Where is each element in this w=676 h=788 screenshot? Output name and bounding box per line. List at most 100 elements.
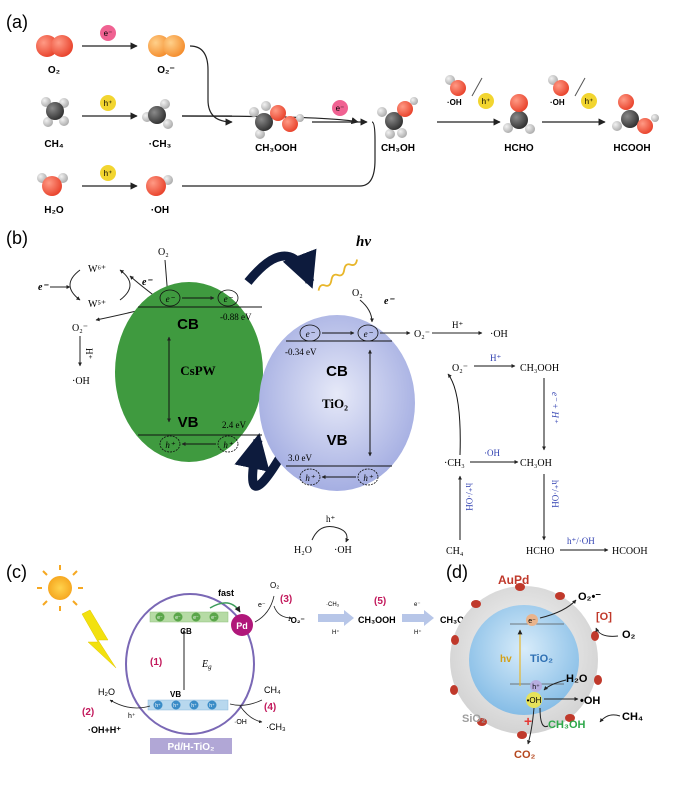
ch4-label: CH₄ <box>44 139 63 150</box>
hcooh-label: HCOOH <box>613 143 650 154</box>
cspw-vb-ev: 2.4 eV <box>222 420 246 430</box>
e-badge-1 <box>100 25 116 41</box>
cspw-e1: e⁻ <box>166 294 176 304</box>
oh-slash-h-1 <box>445 75 494 109</box>
h-badge-4-text: h⁺ <box>585 97 594 106</box>
d-h2o: H₂O <box>566 673 588 685</box>
vb-holes: h⁺ h⁺ h⁺ h⁺ <box>153 700 217 710</box>
cb-e-3: e⁻ <box>193 615 199 621</box>
cb-e-1: e⁻ <box>157 615 163 621</box>
h-badge-1 <box>100 95 116 111</box>
tio2-e2: e⁻ <box>364 329 374 339</box>
o2-radical-label: O₂⁻ <box>157 65 175 76</box>
h-badge-3-text: h⁺ <box>482 97 491 106</box>
c-h2o: H₂O <box>98 687 115 697</box>
h-plus-bottom: h⁺ <box>326 514 336 524</box>
o2-rad-left: O₂⁻ <box>72 323 88 334</box>
panel-c-label: (c) <box>6 562 27 582</box>
c-vb-label: VB <box>170 690 181 699</box>
tio2-ellipse <box>259 315 415 491</box>
path-h-oh-3: h⁺/·OH <box>567 536 595 546</box>
pd-particle <box>231 614 253 636</box>
step-3: (3) <box>280 594 292 605</box>
step-1: (1) <box>150 657 162 668</box>
tio2-name: TiO₂ <box>322 396 348 411</box>
h-badge-2-text: h⁺ <box>104 169 113 178</box>
path-h-oh-2: h⁺/·OH <box>550 480 560 508</box>
e-left-label: e⁻ <box>38 282 49 293</box>
path-o2-rad: O₂⁻ <box>452 363 468 374</box>
o2-molecule <box>36 35 73 57</box>
oh-bottom: ·OH <box>334 545 352 556</box>
methane-pathway: O₂⁻ H⁺ CH₃OOH e⁻ + H⁺ ·CH₃ ·OH CH₃OH h⁺/… <box>444 353 648 557</box>
c-ch3ooh: CH₃OOH <box>358 615 396 625</box>
oh-label: ·OH <box>151 205 169 216</box>
d-sio2: SiO₂ <box>462 713 486 725</box>
w5-label: W⁵⁺ <box>88 299 106 310</box>
c-o2: O₂ <box>270 581 279 590</box>
path-ch3ooh: CH₃OOH <box>520 363 559 374</box>
cspw-h2: h⁺ <box>223 440 234 450</box>
fast-label: fast <box>218 588 234 598</box>
vb-h-1: h⁺ <box>155 703 161 709</box>
o2-rad-out: O₂⁻ <box>414 329 430 340</box>
c-h-plus-1: H⁺ <box>332 629 340 636</box>
h-plus-left: H⁺ <box>84 348 94 359</box>
aupd-particles <box>450 583 602 739</box>
panel-c: (c) e⁻ e⁻ e⁻ e⁻ CB fast P <box>6 562 471 754</box>
path-oh: ·OH <box>484 448 500 458</box>
h-plus-out: H⁺ <box>452 320 463 330</box>
panel-a-label: (a) <box>6 12 28 32</box>
oh-left: ·OH <box>72 376 90 387</box>
ch3-label: ·CH₃ <box>149 139 172 150</box>
d-ch4: CH₄ <box>622 711 643 723</box>
w6-label: W⁶⁺ <box>88 264 106 275</box>
cspw-e2: e⁻ <box>224 294 234 304</box>
path-hcooh: HCOOH <box>612 546 648 557</box>
cspw-cb: CB <box>177 316 199 333</box>
path-hcho: HCHO <box>526 546 554 557</box>
block-x: + <box>524 713 532 729</box>
d-o2: O₂ <box>622 629 636 641</box>
panel-b-label: (b) <box>6 228 28 248</box>
h2o-molecule <box>37 173 68 196</box>
tio2-vb: VB <box>327 432 348 449</box>
panel-a: (a) O₂ O₂⁻ CH₄ ·CH₃ H₂O <box>6 12 659 216</box>
h2o-bottom: H₂O <box>294 545 312 556</box>
c-o2-rad: ·O₂⁻ <box>288 616 305 625</box>
d-ch3oh: CH₃OH <box>548 719 586 731</box>
cspw-cb-ev: -0.88 eV <box>220 312 252 322</box>
h2o-label: H₂O <box>44 205 64 216</box>
lightning-icon <box>81 609 117 669</box>
c-e-2: e⁻ <box>414 602 421 608</box>
tio2-e1: e⁻ <box>306 329 316 339</box>
cb-electrons: e⁻ e⁻ e⁻ e⁻ <box>155 612 219 622</box>
e-badge-2-text: e⁻ <box>336 104 345 113</box>
d-h: h⁺ <box>532 684 540 691</box>
cspw-vb: VB <box>178 414 199 431</box>
tio2-cb-ev: -0.34 eV <box>285 347 317 357</box>
hcooh-molecule <box>612 94 659 134</box>
step-2: (2) <box>82 707 94 718</box>
sun-icon <box>37 565 83 611</box>
tio2-vb-ev: 3.0 eV <box>288 453 312 463</box>
e-mid-label: e⁻ <box>142 277 153 288</box>
e-right-label: e⁻ <box>384 296 395 307</box>
pd-label: Pd <box>236 621 248 631</box>
c-e-1: e⁻ <box>258 602 266 609</box>
path-ch3: ·CH₃ <box>444 458 465 469</box>
vb-h-3: h⁺ <box>191 703 197 709</box>
path-h-oh-1: h⁺/·OH <box>464 483 474 511</box>
d-hv: hv <box>500 654 512 665</box>
panel-b: (b) W⁶⁺ W⁵⁺ e⁻ e⁻ O₂ O₂⁻ H⁺ ·OH hv e⁻ e⁻… <box>6 228 648 557</box>
c-ch3oh: CH₃OH <box>440 615 471 625</box>
panel-d: (d) AuPd hv TiO₂ e⁻ h⁺ •OH O₂•⁻ [O] O₂ H… <box>446 562 643 761</box>
step-5: (5) <box>374 596 386 607</box>
vb-h-2: h⁺ <box>173 703 179 709</box>
hcho-label: HCHO <box>504 143 534 154</box>
e-badge-1-text: e⁻ <box>104 29 113 38</box>
e-badge-2 <box>332 100 348 116</box>
o2-right-label: O₂ <box>352 288 363 299</box>
d-oh-inner: •OH <box>527 696 542 705</box>
